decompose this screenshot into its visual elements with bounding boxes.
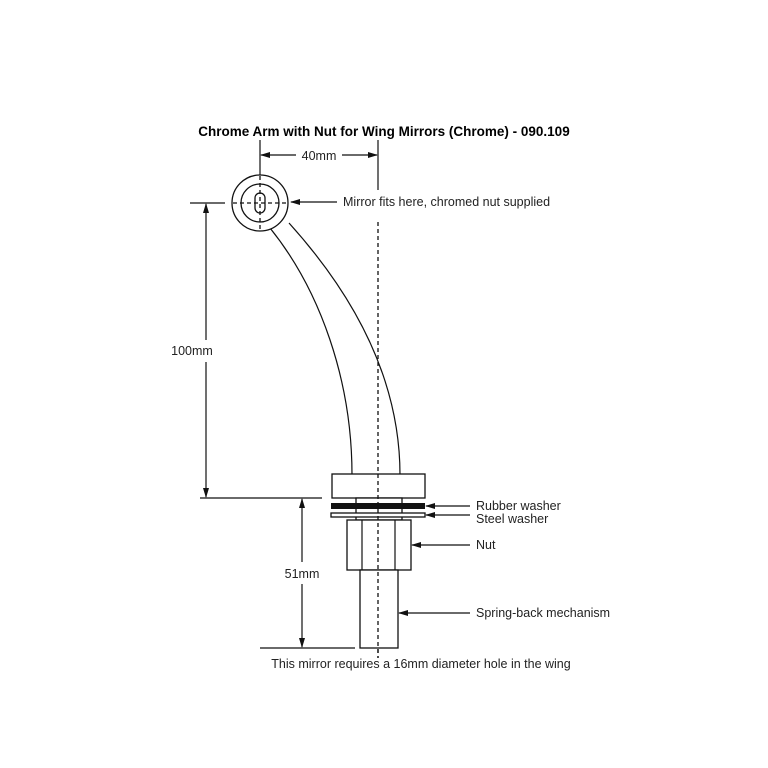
base-assembly: [330, 473, 426, 658]
arm-height-dimension: 100mm: [171, 202, 322, 499]
offset-label: 40mm: [302, 149, 337, 163]
spring-back-mechanism: [359, 569, 399, 649]
nut: [346, 519, 412, 571]
diagram-title: Chrome Arm with Nut for Wing Mirrors (Ch…: [198, 124, 569, 139]
nut-callout: Nut: [476, 538, 496, 552]
chrome-arm: [269, 222, 401, 476]
spring-callout: Spring-back mechanism: [476, 606, 610, 620]
callouts: Mirror fits here, chromed nut supplied R…: [290, 195, 610, 620]
mirror-callout: Mirror fits here, chromed nut supplied: [343, 195, 550, 209]
arm-height-label: 100mm: [171, 344, 213, 358]
mount-length-label: 51mm: [285, 567, 320, 581]
steel-washer-callout: Steel washer: [476, 512, 548, 526]
rubber-washer-callout: Rubber washer: [476, 499, 561, 513]
mirror-mount-head: [231, 174, 289, 232]
hole-size-note: This mirror requires a 16mm diameter hol…: [271, 657, 570, 671]
offset-dimension: 40mm: [259, 140, 379, 190]
mount-length-dimension: 51mm: [260, 498, 355, 649]
